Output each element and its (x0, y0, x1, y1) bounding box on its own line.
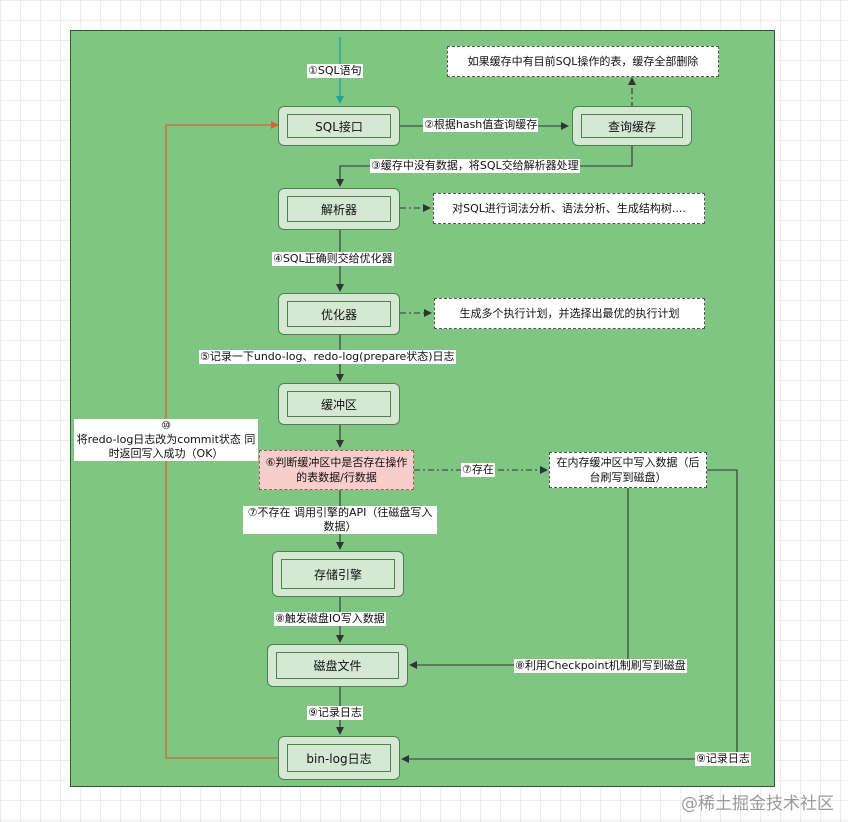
watermark: @稀土掘金技术社区 (681, 794, 834, 814)
parser-label: 解析器 (287, 196, 391, 222)
step1-label: ①SQL语句 (307, 64, 363, 78)
optimizer-desc-note: 生成多个执行计划，并选择出最优的执行计划 (434, 298, 705, 329)
disk-file-node: 磁盘文件 (267, 644, 408, 687)
check-buffer-note: ⑥判断缓冲区中是否存在操作的表数据/行数据 (259, 450, 414, 490)
step2-label: ②根据hash值查询缓存 (423, 118, 539, 132)
step4-label: ④SQL正确则交给优化器 (272, 252, 394, 266)
step8-checkpoint-label: ⑧利用Checkpoint机制刷写到磁盘 (514, 659, 687, 673)
optimizer-node: 优化器 (278, 293, 400, 335)
buffer-node: 缓冲区 (278, 383, 400, 425)
query-cache-label: 查询缓存 (581, 114, 683, 138)
arrow-right-log (401, 469, 738, 763)
buffer-label: 缓冲区 (287, 391, 391, 417)
storage-engine-node: 存储引擎 (272, 551, 404, 597)
disk-file-label: 磁盘文件 (276, 652, 399, 679)
step7-not-exists-label: ⑦不存在 调用引擎的API（往磁盘写入数据） (243, 506, 437, 534)
arrow-checkpoint (409, 488, 629, 669)
step8-label: ⑧触发磁盘IO写入数据 (274, 612, 386, 626)
step10-number: ⑩ (161, 419, 171, 432)
step10-text: 将redo-log日志改为commit状态 同时返回写入成功（OK） (76, 433, 256, 460)
optimizer-label: 优化器 (287, 301, 391, 327)
cache-delete-note: 如果缓存中有目前SQL操作的表，缓存全部删除 (447, 46, 719, 77)
binlog-node: bin-log日志 (278, 736, 400, 780)
binlog-label: bin-log日志 (287, 744, 391, 772)
parser-desc-note: 对SQL进行词法分析、语法分析、生成结构树.... (433, 193, 705, 224)
step7-exists-label: ⑦存在 (461, 463, 495, 477)
step9-label: ⑨记录日志 (307, 706, 363, 720)
step5-label: ⑤记录一下undo-log、redo-log(prepare状态)日志 (199, 350, 456, 364)
write-memory-note: 在内存缓冲区中写入数据（后台刷写到磁盘） (549, 452, 707, 488)
sql-interface-label: SQL接口 (287, 114, 391, 138)
storage-engine-label: 存储引擎 (281, 559, 395, 589)
step10-label: ⑩ 将redo-log日志改为commit状态 同时返回写入成功（OK） (74, 419, 258, 461)
parser-node: 解析器 (278, 188, 400, 230)
query-cache-node: 查询缓存 (572, 106, 692, 146)
sql-interface-node: SQL接口 (278, 106, 400, 146)
step9-right-label: ⑨记录日志 (695, 752, 751, 766)
step3-label: ③缓存中没有数据，将SQL交给解析器处理 (370, 159, 580, 173)
